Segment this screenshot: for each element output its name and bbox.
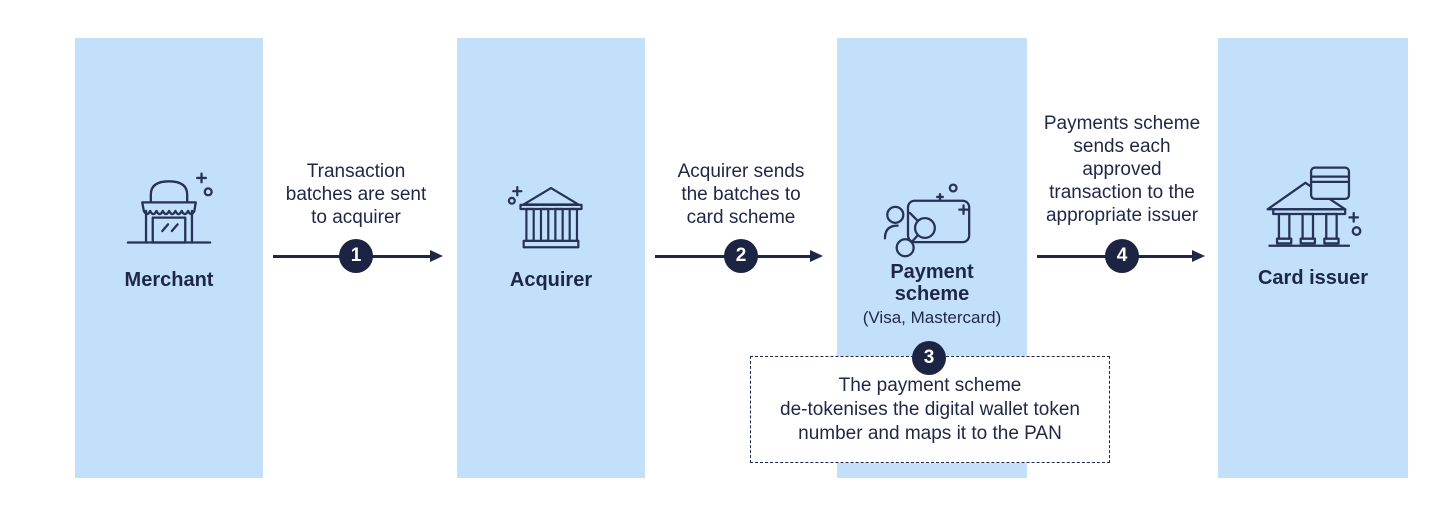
step-badge-1: 1 (339, 239, 373, 273)
arrowhead-icon (1192, 249, 1205, 262)
entity-sublabel: (Visa, Mastercard) (862, 308, 1002, 327)
flow-arrow-2: 2 (655, 239, 823, 273)
step-badge-4: 4 (1105, 239, 1139, 273)
step-badge-3: 3 (912, 341, 946, 375)
arrowhead-icon (810, 249, 823, 262)
flow-arrow-1: 1 (273, 239, 443, 273)
entity-label: Acquirer (509, 269, 593, 291)
entity-panel-card-issuer: Card issuer (1218, 38, 1408, 478)
entity-label: Payment scheme (890, 261, 974, 305)
flow-arrow-4: 4 (1037, 239, 1205, 273)
entity-panel-acquirer: Acquirer (457, 38, 645, 478)
arrowhead-icon (430, 249, 443, 262)
step-badge-2: 2 (724, 239, 758, 273)
bank-icon (505, 178, 597, 260)
tokenized-card-icon (882, 180, 982, 260)
entity-panel-merchant: Merchant (75, 38, 263, 478)
entity-label: Merchant (124, 269, 214, 291)
entity-label: Card issuer (1257, 267, 1369, 289)
bank-with-card-icon (1260, 160, 1366, 251)
storefront-icon (121, 166, 217, 254)
